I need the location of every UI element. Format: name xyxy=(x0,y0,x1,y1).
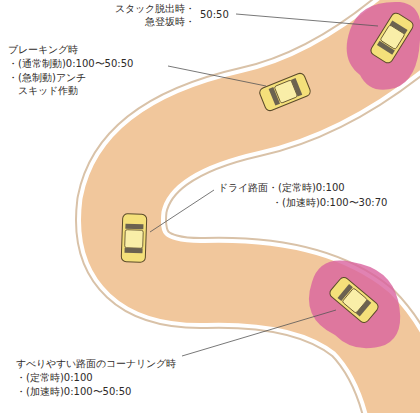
annotation-label: ブレーキング時 xyxy=(8,44,78,56)
road-edge xyxy=(121,0,420,413)
car xyxy=(258,72,311,112)
slippery-patch xyxy=(309,261,400,349)
road-surface xyxy=(121,0,420,413)
road-border xyxy=(121,0,420,413)
annotation-label: ・(定常時)0:100 xyxy=(16,372,93,384)
leader-line xyxy=(236,14,378,26)
slippery-patch xyxy=(347,2,420,90)
annotation-label: ドライ路面・(定常時)0:100 xyxy=(218,182,345,194)
annotation-label: スキッド作動 xyxy=(18,85,78,97)
annotation-label: スタック脱出時・ xyxy=(115,3,195,15)
annotation-label: ・(加速時)0:100〜30:70 xyxy=(272,197,387,209)
annotation-label: 急登坂時・ xyxy=(145,16,195,28)
annotation-label: 50:50 xyxy=(200,9,229,21)
car xyxy=(328,275,380,324)
annotation-label: ・(急制動)アンチ xyxy=(8,72,86,84)
car xyxy=(369,11,415,64)
leader-line xyxy=(168,66,266,86)
annotation-label: すべりやすい路面のコーナリング時 xyxy=(16,358,176,370)
car xyxy=(121,214,147,263)
leader-line xyxy=(150,190,214,232)
annotation-label: ・(通常制動)0:100〜50:50 xyxy=(8,58,133,70)
annotation-label: ・(加速時)0:100〜50:50 xyxy=(16,386,131,398)
leader-line xyxy=(182,310,336,356)
